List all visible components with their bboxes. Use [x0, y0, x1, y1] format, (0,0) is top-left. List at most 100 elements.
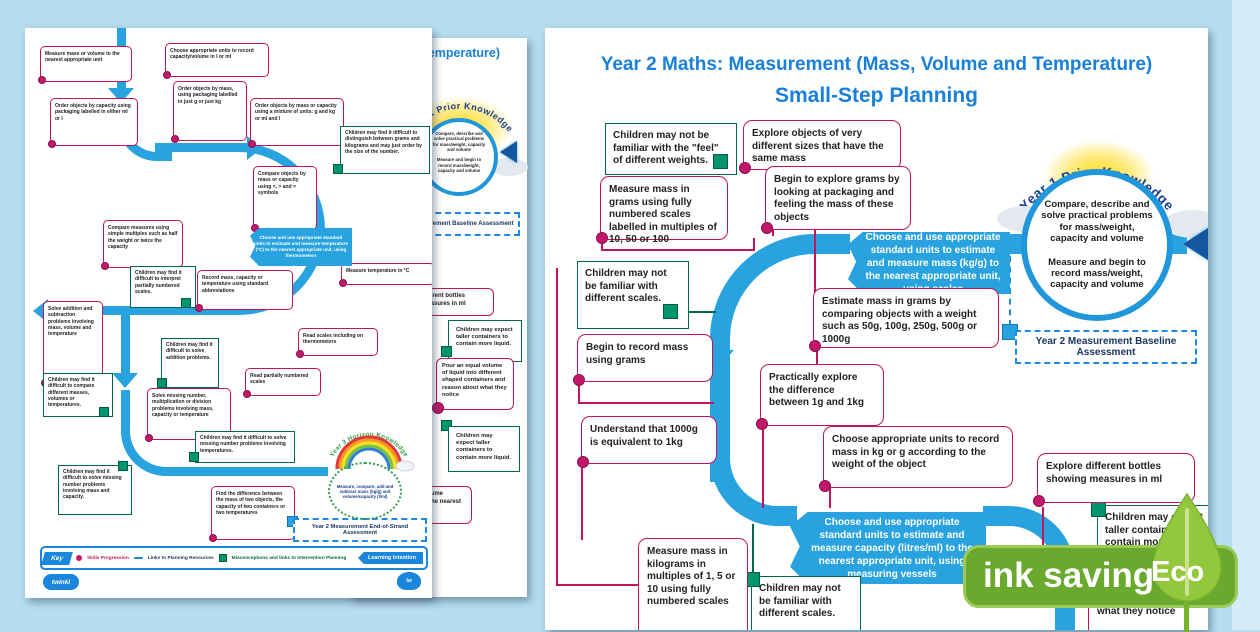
- connector-line: [581, 458, 583, 540]
- step-box: Measure mass in grams using fully number…: [596, 176, 728, 245]
- misconception-square: [157, 378, 167, 388]
- step-box: Choose appropriate units to record capac…: [163, 43, 269, 79]
- learning-intention-banner: Choose and use appropriate standard unit…: [790, 512, 986, 584]
- step-box: Explore different bottles showing measur…: [1033, 453, 1195, 507]
- learning-intention-banner: Choose and use appropriate standard unit…: [250, 228, 352, 266]
- misconception-square: [118, 461, 128, 471]
- misconception-square: [441, 420, 452, 431]
- step-box: Understand that 1000g is equivalent to 1…: [577, 416, 717, 468]
- step-box: Measure mass or volume to the nearest ap…: [38, 46, 132, 84]
- step-box: Read scales including on thermometers: [296, 328, 378, 358]
- step-box: Order objects by mass, using packaging l…: [171, 81, 247, 143]
- connector-line: [601, 249, 755, 251]
- step-box: Pour an equal volume of liquid into diff…: [432, 358, 514, 414]
- misconception-square: [189, 452, 199, 462]
- misconception-square: [181, 298, 191, 308]
- misconception-box: Children may expect taller containers to…: [448, 426, 520, 472]
- flow-arrow-down-icon: [112, 373, 138, 388]
- key-misconceptions-label: Misconceptions and links to Intervention…: [231, 555, 347, 561]
- horizon-knowledge-text: Measure, compare, add and subtract mass …: [336, 483, 394, 499]
- connector-line: [753, 238, 755, 251]
- prior-knowledge-circle: Compare, describe and solve practical pr…: [420, 118, 498, 196]
- ink-saving-label: ink saving: [983, 556, 1155, 595]
- flow-path-segment: [121, 390, 130, 430]
- misconception-square: [663, 304, 678, 319]
- eco-leaf-icon: [1152, 492, 1222, 632]
- twinkl-logo-text: twinkl: [51, 578, 71, 586]
- step-box: Measure mass in kilograms in multiples o…: [638, 538, 748, 630]
- learning-intention-banner: Choose and use appropriate standard unit…: [848, 232, 1010, 294]
- flow-curve: [121, 424, 171, 476]
- misconception-box: Children may find it difficult to solve …: [161, 338, 219, 388]
- assessment-connector: [1009, 256, 1011, 326]
- connector-line: [816, 346, 818, 366]
- prior-knowledge-text-1: Compare, describe and solve practical pr…: [432, 131, 486, 153]
- step-box: Compare objects by mass or capacity usin…: [251, 166, 317, 232]
- step-box: Solve addition and subtraction problems …: [41, 301, 103, 387]
- connector-line: [1042, 507, 1044, 545]
- connector-line: [762, 422, 764, 508]
- step-box: Measure temperature in °C: [339, 263, 432, 287]
- misconception-box: Children may find it difficult to solve …: [195, 431, 295, 463]
- flow-path-segment: [773, 506, 797, 526]
- connector-line: [556, 268, 558, 586]
- connector-line: [814, 168, 816, 340]
- key-legend-bar: Key Skills Progression Links to Planning…: [40, 546, 428, 570]
- key-label: Key: [41, 551, 73, 565]
- step-box: Practically explore the difference betwe…: [756, 364, 884, 430]
- misconception-square: [99, 407, 109, 417]
- key-skills-label: Skills Progression: [86, 555, 129, 561]
- connector-line: [601, 238, 603, 251]
- step-box: Find the difference between the mass of …: [209, 486, 295, 542]
- step-box: Begin to record mass using grams: [573, 334, 713, 386]
- key-learning-intention-label: Learning Intention: [358, 552, 423, 564]
- prior-knowledge-text-2: Measure and begin to record mass/weight,…: [436, 157, 482, 174]
- cloud-icon: [490, 158, 528, 176]
- connector-line: [578, 402, 714, 404]
- step-box: Read partially numbered scales: [243, 368, 321, 398]
- misconception-square: [333, 164, 343, 174]
- connector-line: [578, 378, 580, 404]
- horizon-rainbow-icon: Year 3 Horizon Knowledge: [329, 431, 415, 472]
- misconception-box: Children may find it difficult to distin…: [340, 126, 430, 174]
- page-right[interactable]: Year 2 Maths: Measurement (Mass, Volume …: [545, 28, 1208, 630]
- step-box: Estimate mass in grams by comparing obje…: [809, 288, 999, 352]
- flow-path-segment: [155, 143, 247, 152]
- footer-logo: tw: [397, 572, 421, 590]
- baseline-assessment-box: Year 2 Measurement Baseline Assessment: [1015, 330, 1197, 364]
- misconception-box: Children may find it difficult to solve …: [58, 465, 132, 515]
- flow-path-segment: [48, 306, 228, 315]
- horizon-knowledge-circle: Measure, compare, add and subtract mass …: [328, 462, 402, 520]
- connector-line: [752, 524, 754, 574]
- end-of-strand-assessment-box: Year 2 Measurement End-of-Strand Assessm…: [293, 518, 427, 542]
- funnel-arrow-icon: [1183, 226, 1208, 262]
- connector-line: [556, 584, 640, 586]
- connector-line: [829, 488, 831, 508]
- step-box: Record mass, capacity or temperature usi…: [195, 270, 293, 312]
- page-left[interactable]: Measure mass or volume to the nearest ap…: [25, 28, 432, 598]
- twinkl-logo: twinkl: [43, 574, 79, 590]
- prior-knowledge-circle: Compare, describe and solve practical pr…: [1021, 169, 1173, 321]
- step-box: Explore objects of very different sizes …: [739, 120, 901, 174]
- prior-knowledge-text-1: Compare, describe and solve practical pr…: [1041, 199, 1153, 245]
- step-box: Order objects by mass or capacity using …: [248, 98, 344, 148]
- misconception-box: Children may not be familiar with differ…: [577, 261, 689, 329]
- page-title: Year 2 Maths: Measurement (Mass, Volume …: [600, 54, 1153, 75]
- connector-line: [670, 311, 716, 313]
- misconception-square: [713, 154, 728, 169]
- page-subtitle: Small-Step Planning: [774, 84, 979, 107]
- skills-progression-dot-icon: [75, 555, 82, 561]
- misconception-square: [1091, 502, 1106, 517]
- eco-label: Eco: [1151, 556, 1205, 588]
- misconceptions-square-icon: [218, 554, 227, 562]
- background-accent-band: [1232, 0, 1260, 630]
- prior-knowledge-text-2: Measure and begin to record mass/weight,…: [1048, 256, 1146, 291]
- funnel-arrow-icon: [500, 141, 517, 163]
- step-box: Choose appropriate units to record mass …: [819, 426, 1013, 492]
- misconception-square: [441, 346, 452, 357]
- step-box: Compare measures using simple multiples …: [101, 220, 183, 270]
- step-box: Order objects by capacity using packagin…: [48, 98, 138, 148]
- misconception-box: Children may not be familiar with differ…: [751, 576, 861, 630]
- planning-links-dash-icon: [133, 556, 143, 560]
